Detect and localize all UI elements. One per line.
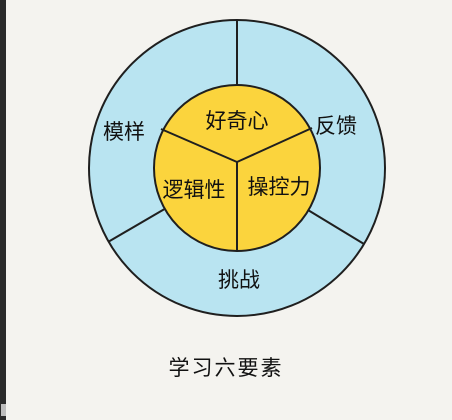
label-challenge: 挑战 <box>218 268 260 292</box>
outer-divider-right <box>302 206 365 245</box>
inner-divider-right <box>236 127 313 163</box>
label-control: 操控力 <box>248 175 311 199</box>
inner-divider-left <box>160 128 238 163</box>
diagram-caption: 学习六要素 <box>168 356 284 380</box>
corner-glyph <box>1 404 6 416</box>
label-model: 模样 <box>103 120 145 144</box>
left-dark-edge <box>0 0 6 420</box>
outer-divider-left <box>107 206 169 243</box>
label-curiosity: 好奇心 <box>206 109 269 133</box>
label-logic: 逻辑性 <box>163 178 226 202</box>
label-feedback: 反馈 <box>315 114 357 138</box>
